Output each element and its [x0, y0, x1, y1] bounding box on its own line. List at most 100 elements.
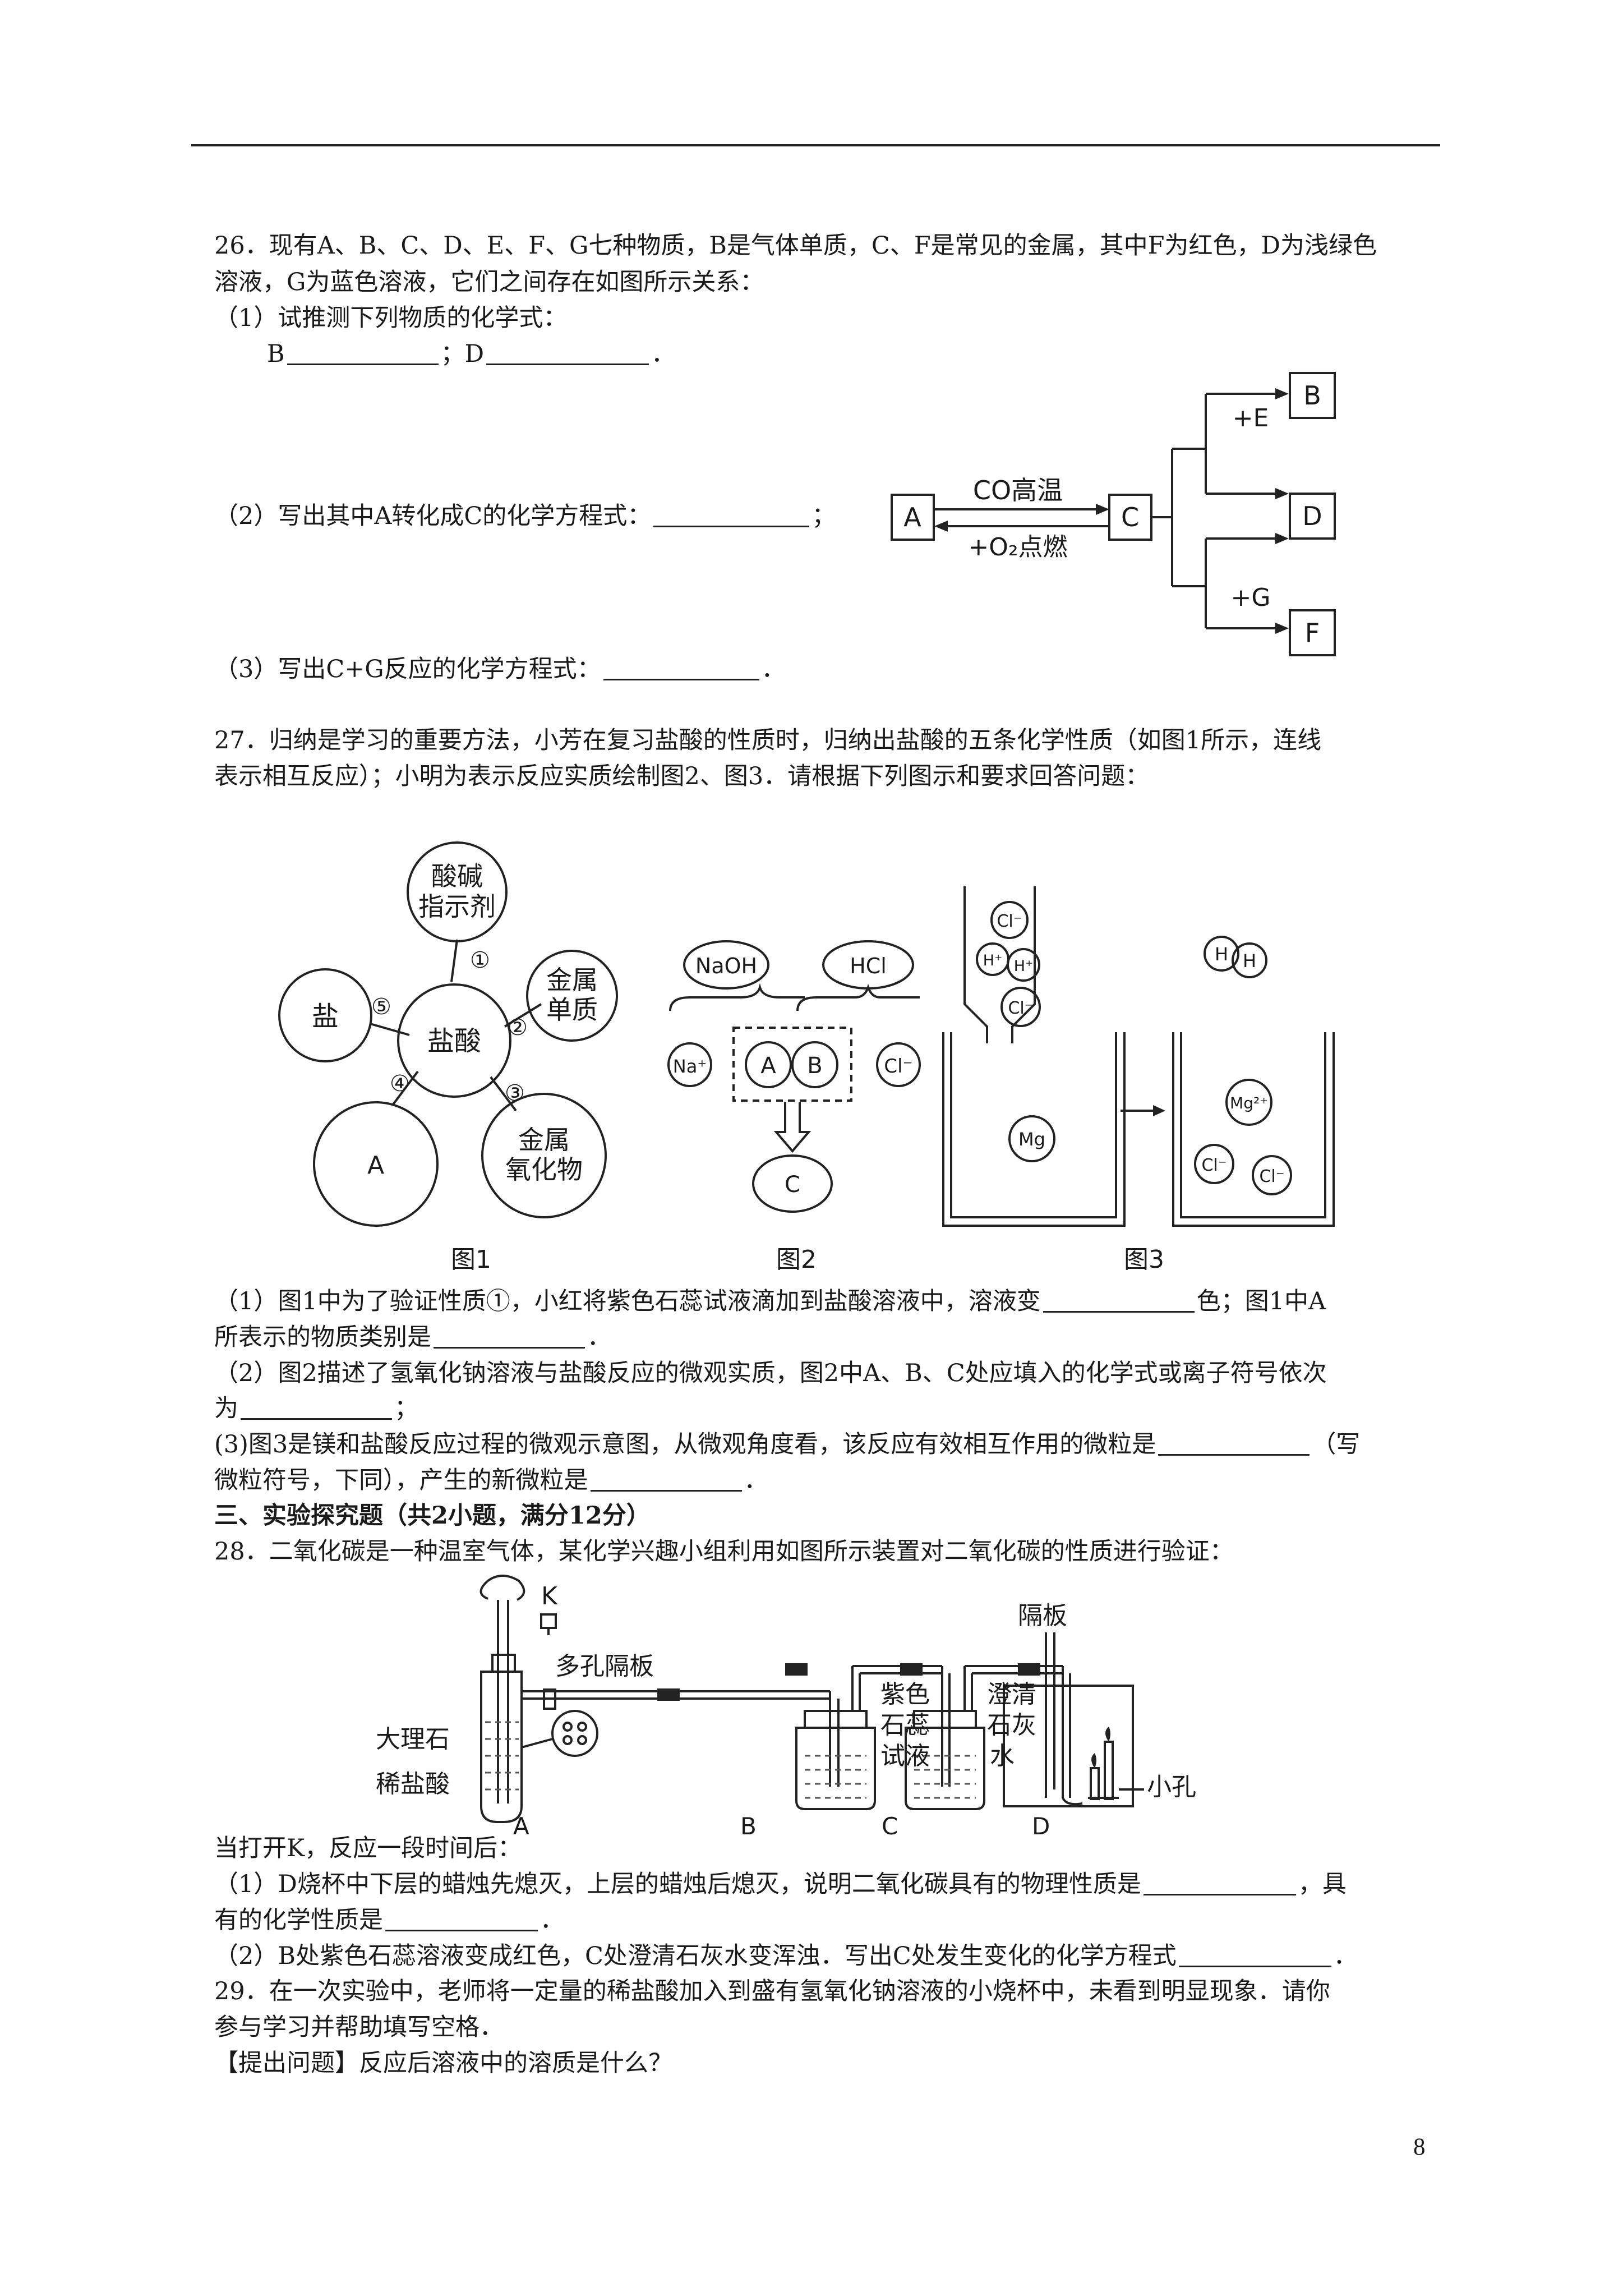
header-rule — [191, 144, 1440, 146]
box-c-label: C — [1121, 502, 1139, 532]
svg-text:H⁺: H⁺ — [1014, 958, 1034, 975]
q27-color-blank[interactable] — [1043, 1286, 1195, 1313]
q26-d-blank[interactable] — [486, 339, 649, 365]
q27-symbols-blank[interactable] — [241, 1393, 392, 1420]
svg-text:Cl⁻: Cl⁻ — [997, 912, 1022, 931]
svg-text:B: B — [740, 1812, 757, 1840]
svg-text:紫色: 紫色 — [880, 1680, 930, 1709]
q27-new-particles-blank[interactable] — [590, 1465, 742, 1492]
q27-particles-blank[interactable] — [1158, 1429, 1310, 1456]
q27-stem-line-2: 表示相互反应）；小明为表示反应实质绘制图2、图3．请根据下列图示和要求回答问题： — [214, 762, 1150, 790]
q28-part1-line-2: 有的化学性质是． — [214, 1905, 564, 1934]
q29-stem-line-1: 29．在一次实验中，老师将一定量的稀盐酸加入到盛有氢氧化钠溶液的小烧杯中，未看到… — [214, 1977, 1330, 2005]
q29-stem-line-2: 参与学习并帮助填写空格． — [214, 2013, 504, 2041]
svg-text:NaOH: NaOH — [695, 954, 757, 978]
q27-figure-2: NaOH HCl Na⁺ A B Cl⁻ C 图2 — [667, 940, 921, 1274]
svg-text:石蕊: 石蕊 — [880, 1711, 930, 1740]
q26-part1-blanks: B；D． — [267, 339, 676, 368]
svg-text:Mg: Mg — [1018, 1129, 1045, 1150]
svg-text:氧化物: 氧化物 — [505, 1154, 583, 1185]
box-a — [891, 494, 935, 541]
hole-label: 小孔 — [1147, 1773, 1196, 1801]
q26-stem-line-1: 26．现有A、B、C、D、E、F、G七种物质，B是气体单质，C、F是常见的金属，… — [214, 232, 1377, 260]
number-2: ② — [508, 1015, 528, 1041]
q29-question: 【提出问题】反应后溶液中的溶质是什么？ — [214, 2049, 672, 2077]
q28-part1-line-1: （1）D烧杯中下层的蜡烛先熄灭，上层的蜡烛后熄灭，说明二氧化碳具有的物理性质是，… — [214, 1869, 1347, 1898]
q27-stem-line-1: 27．归纳是学习的重要方法，小芳在复习盐酸的性质时，归纳出盐酸的五条化学性质（如… — [214, 726, 1322, 754]
fig1-caption: 图1 — [451, 1245, 491, 1274]
indicator-circle — [407, 841, 508, 942]
q27-figure-1: 酸碱 指示剂 盐酸 盐 金属 单质 A 金属 氧化物 ① ② ③ ④ ⑤ 图1 — [278, 841, 618, 1274]
q26-part3: （3）写出C+G反应的化学方程式：． — [214, 654, 786, 683]
q28-chemical-blank[interactable] — [385, 1905, 538, 1931]
svg-text:C: C — [785, 1172, 800, 1198]
svg-text:Cl⁻: Cl⁻ — [1008, 999, 1033, 1018]
svg-text:Cl⁻: Cl⁻ — [1259, 1167, 1284, 1186]
box-f — [1289, 609, 1336, 656]
q28-stem: 28．二氧化碳是一种温室气体，某化学兴趣小组利用如图所示装置对二氧化碳的性质进行… — [214, 1538, 1234, 1566]
q28-physical-blank[interactable] — [1143, 1869, 1296, 1895]
q27-part2-line-1: （2）图2描述了氢氧化钠溶液与盐酸反应的微观实质，图2中A、B、C处应填入的化学… — [214, 1359, 1327, 1387]
number-5: ⑤ — [371, 994, 391, 1020]
fig2-caption: 图2 — [776, 1245, 817, 1274]
svg-text:金属: 金属 — [546, 965, 598, 995]
plus-g-label: +G — [1231, 583, 1271, 612]
svg-text:Mg²⁺: Mg²⁺ — [1230, 1094, 1268, 1112]
q26-d-label: ；D — [440, 340, 485, 368]
svg-text:HCl: HCl — [850, 954, 887, 978]
box-b-label: B — [1303, 380, 1321, 411]
svg-text:Cl⁻: Cl⁻ — [1201, 1156, 1227, 1175]
a-circle — [313, 1101, 439, 1227]
svg-text:试液: 试液 — [880, 1742, 930, 1770]
plus-e-label: +E — [1233, 404, 1269, 432]
metal-circle — [526, 950, 618, 1042]
svg-text:D: D — [1032, 1812, 1050, 1840]
svg-text:A: A — [760, 1053, 776, 1079]
salt-label: 盐 — [312, 1001, 339, 1032]
svg-text:H: H — [1215, 944, 1228, 965]
hcl-center-label: 盐酸 — [427, 1025, 481, 1057]
svg-text:B: B — [807, 1053, 822, 1079]
q26-part2-blank[interactable] — [653, 501, 810, 527]
q26-stem-line-2: 溶液，G为蓝色溶液，它们之间存在如图所示关系： — [214, 268, 764, 296]
oxide-circle — [481, 1093, 607, 1218]
box-b — [1289, 372, 1336, 419]
q26-b-label: B — [267, 340, 285, 368]
box-d — [1289, 493, 1336, 540]
q26-b-blank[interactable] — [287, 339, 439, 365]
q28-intro: 当打开K，反应一段时间后： — [214, 1834, 522, 1862]
svg-text:指示剂: 指示剂 — [418, 891, 496, 922]
salt-circle — [278, 968, 372, 1062]
q28-equation-blank[interactable] — [1178, 1941, 1331, 1967]
q28-apparatus-diagram: K 多孔隔板 大理石 稀盐酸 紫色 石蕊 试液 澄清 石灰 水 隔板 小孔 A … — [376, 1575, 1196, 1840]
svg-text:H: H — [1243, 950, 1256, 972]
partition-label: 隔板 — [1018, 1602, 1067, 1630]
page-number: 8 — [1413, 2134, 1426, 2160]
svg-text:酸碱: 酸碱 — [431, 861, 483, 891]
q26-part3-blank[interactable] — [603, 654, 759, 680]
q27-part3-line-2: 微粒符号，下同），产生的新微粒是． — [214, 1465, 768, 1494]
a-label: A — [367, 1151, 384, 1180]
svg-text:Na⁺: Na⁺ — [673, 1056, 707, 1077]
svg-text:C: C — [882, 1812, 898, 1840]
svg-text:A: A — [513, 1812, 529, 1840]
section-3-heading: 三、实验探究题（共2小题，满分12分） — [214, 1502, 651, 1530]
q27-part3-line-1: (3)图3是镁和盐酸反应过程的微观示意图，从微观角度看，该反应有效相互作用的微粒… — [214, 1429, 1361, 1458]
fig3-caption: 图3 — [1124, 1245, 1164, 1274]
valve-k-label: K — [541, 1582, 558, 1611]
marble-label: 大理石 — [376, 1725, 450, 1754]
svg-text:水: 水 — [990, 1742, 1015, 1770]
svg-text:单质: 单质 — [546, 995, 598, 1025]
number-4: ④ — [390, 1071, 410, 1097]
q27-category-blank[interactable] — [434, 1322, 585, 1349]
acid-label: 稀盐酸 — [376, 1770, 450, 1798]
q27-part2-line-2: 为； — [214, 1393, 418, 1423]
arrow-co-label: CO高温 — [973, 475, 1063, 505]
q26-part1: （1）试推测下列物质的化学式： — [214, 304, 568, 332]
arrow-o2-label: +O₂点燃 — [968, 533, 1067, 562]
q26-part2: （2）写出其中A转化成C的化学方程式：； — [214, 501, 836, 530]
number-1: ① — [470, 947, 490, 973]
box-a-label: A — [903, 502, 921, 532]
q26-reaction-diagram: A C B D F CO高温 +O₂点燃 +E +G — [891, 372, 1336, 656]
q28-part2: （2）B处紫色石蕊溶液变成红色，C处澄清石灰水变浑浊．写出C处发生变化的化学方程… — [214, 1941, 1358, 1970]
